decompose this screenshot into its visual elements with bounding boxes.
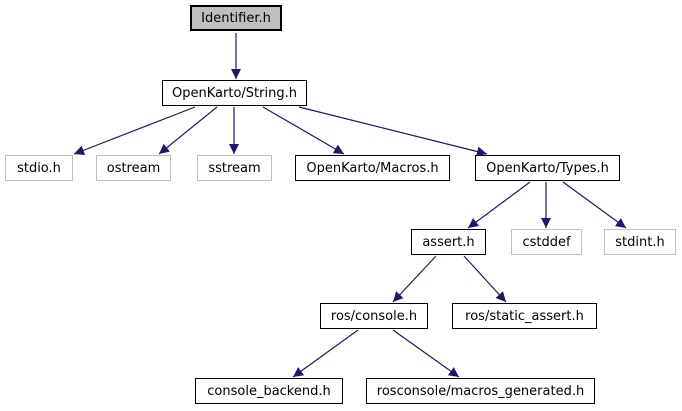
node-rosconsole-macros-generated-h[interactable]: rosconsole/macros_generated.h [366,378,595,404]
node-openkarto-types-h[interactable]: OpenKarto/Types.h [475,155,620,181]
node-console-backend-h[interactable]: console_backend.h [195,378,343,404]
node-ros-static-assert-h[interactable]: ros/static_assert.h [452,303,597,329]
node-stdint-h: stdint.h [604,229,676,255]
node-identifier-h: Identifier.h [190,5,282,31]
node-assert-h[interactable]: assert.h [411,229,486,255]
edge-string-to-types [298,106,488,157]
edge-types-to-stdint [562,181,627,229]
node-openkarto-macros-h[interactable]: OpenKarto/Macros.h [295,155,450,181]
edge-string-to-ostream [158,106,218,155]
edge-assert-to-ros-console [392,255,437,303]
edge-string-to-stdio [73,106,196,156]
node-openkarto-string-h[interactable]: OpenKarto/String.h [162,80,307,106]
edge-types-to-assert [467,181,531,229]
node-cstddef: cstddef [511,229,582,255]
edge-string-to-macros [262,106,345,155]
edge-ros-console-to-console-backend [292,329,359,378]
node-sstream: sstream [197,155,272,181]
node-ostream: ostream [96,155,171,181]
edge-assert-to-ros-static-assert [463,255,507,303]
node-stdio-h: stdio.h [5,155,73,181]
node-ros-console-h[interactable]: ros/console.h [320,303,428,329]
edge-ros-console-to-rosconsole-macros [392,329,460,378]
